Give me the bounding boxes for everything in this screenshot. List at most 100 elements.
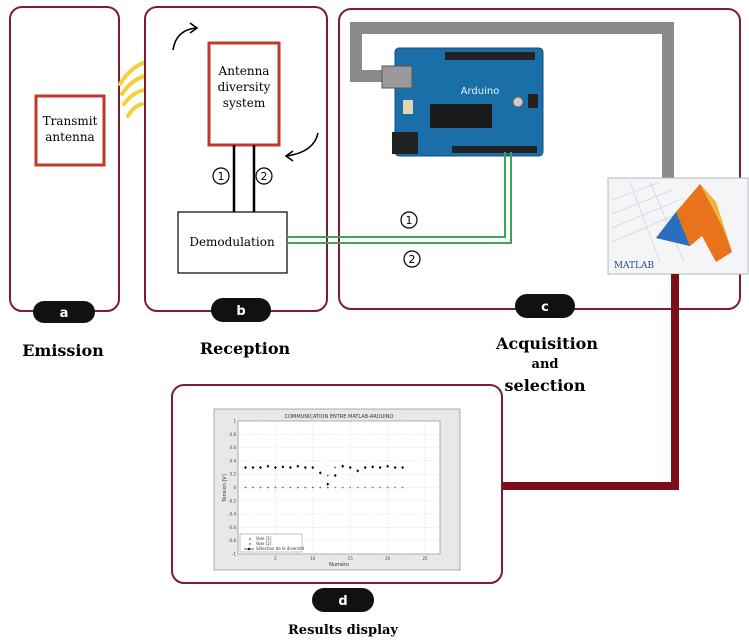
plot-point-voie-2 <box>349 486 352 489</box>
title-reception: Reception <box>200 339 291 358</box>
plot-point-selection <box>341 464 345 468</box>
plot-point-selection <box>371 465 375 469</box>
results-plot: COMMUNICATION ENTRE MATLAB-ARDUINO Numér… <box>213 408 461 571</box>
plot-xtick-label: 20 <box>385 556 391 561</box>
plot-point-selection <box>303 465 307 470</box>
plot-xtick-label: 15 <box>348 556 354 561</box>
rotation-arrow-top-icon <box>172 22 199 51</box>
plot-point-voie-2 <box>379 486 382 489</box>
plot-point-selection <box>274 465 277 470</box>
badge-d: d <box>312 588 374 612</box>
badge-b: b <box>211 298 271 322</box>
demodulation-box <box>177 211 288 274</box>
plot-ytick-label: -0.4 <box>228 512 236 517</box>
plot-point-voie-2 <box>326 486 329 489</box>
plot-point-selection <box>311 465 315 470</box>
plot-point-voie-2 <box>371 486 374 489</box>
link-1-label: 1 <box>218 170 225 183</box>
plot-point-selection <box>401 465 404 470</box>
plot-ytick-label: 0.8 <box>230 432 237 437</box>
plot-ytick-label: -1 <box>232 552 236 557</box>
plot-point-selection <box>296 464 300 468</box>
plot-point-voie-2 <box>267 486 269 489</box>
plot-point-selection <box>326 482 330 486</box>
arduino-label: Arduino <box>461 86 500 97</box>
plot-point-selection <box>348 465 352 470</box>
plot-point-voie-2 <box>401 486 404 489</box>
transmit-antenna-label-2: antenna <box>45 130 94 144</box>
plot-point-voie-2 <box>289 486 292 489</box>
plot-ytick-label: 0.4 <box>230 458 237 463</box>
demodulation-label: Demodulation <box>189 235 275 249</box>
title-results-display: Results display <box>288 623 398 638</box>
plot-point-voie-2 <box>319 486 322 489</box>
plot-point-selection <box>244 465 247 470</box>
matlab-label: MATLAB <box>614 261 655 271</box>
plot-point-selection <box>386 464 390 468</box>
plot-point-voie-2 <box>244 486 247 489</box>
plot-point-selection <box>393 465 397 470</box>
wire-2-marker <box>403 250 421 268</box>
badge-c: c <box>515 294 575 318</box>
arduino-board: Arduino <box>381 47 544 157</box>
rotation-arrow-bottom-icon <box>284 132 319 162</box>
link-2-label: 2 <box>261 170 268 183</box>
plot-point-voie-2 <box>356 486 359 489</box>
plot-point-voie-2 <box>296 486 299 489</box>
plot-point-selection <box>251 465 255 470</box>
usb-cable <box>350 22 674 178</box>
legend-item-3: Sélection de la diversité <box>256 546 305 551</box>
signal-wires <box>287 152 512 244</box>
plot-ylabel: Tension [V] <box>222 474 228 503</box>
plot-point-voie-1 <box>326 474 329 477</box>
plot-point-voie-2 <box>252 486 254 489</box>
plot-xlabel: Numéro <box>329 561 349 568</box>
wire-2-label: 2 <box>409 253 416 266</box>
antenna-diversity-box <box>207 41 281 147</box>
plot-point-voie-2 <box>304 486 307 489</box>
badge-a-label: a <box>60 306 69 321</box>
wire-1-marker <box>400 211 418 229</box>
plot-xtick-label: 25 <box>422 556 428 561</box>
transmit-antenna-label-1: Transmit <box>43 114 98 128</box>
title-acquisition: Acquisition <box>495 334 598 353</box>
plot-xtick-label: 5 <box>274 556 277 561</box>
plot-point-voie-2 <box>394 486 397 489</box>
plot-point-selection <box>378 465 382 470</box>
plot-point-voie-2 <box>386 486 389 489</box>
plot-point-selection <box>333 473 337 478</box>
plot-ytick-label: 0.6 <box>230 445 237 450</box>
matlab-logo: MATLAB <box>607 177 749 275</box>
legend-item-2: Voie [2] <box>256 541 272 546</box>
plot-point-selection <box>363 465 367 470</box>
title-selection: selection <box>505 376 586 395</box>
plot-point-voie-1 <box>334 466 337 469</box>
link-1-marker <box>212 167 230 185</box>
plot-point-voie-2 <box>281 486 284 489</box>
plot-point-selection <box>281 465 285 469</box>
plot-ytick-label: 0.2 <box>230 472 237 477</box>
plot-point-selection <box>259 465 262 470</box>
plot-point-selection <box>266 464 270 468</box>
badge-b-label: b <box>236 304 245 319</box>
link-2-marker <box>255 167 273 185</box>
title-and: and <box>532 357 559 372</box>
plot-point-selection <box>318 471 322 475</box>
plot-ytick-label: -0.2 <box>228 498 236 503</box>
plot-point-voie-2 <box>334 486 337 489</box>
plot-point-selection <box>356 469 360 473</box>
antenna-diversity-label-3: system <box>223 96 266 110</box>
results-arrow <box>472 274 679 490</box>
antenna-diversity-label-1: Antenna <box>218 64 270 78</box>
plot-ytick-label: -0.6 <box>228 525 236 530</box>
badge-a: a <box>33 301 95 323</box>
plot-point-voie-2 <box>364 486 367 489</box>
plot-point-voie-2 <box>274 486 277 489</box>
plot-point-voie-2 <box>341 486 344 489</box>
plot-title: COMMUNICATION ENTRE MATLAB-ARDUINO <box>285 414 394 420</box>
plot-xtick-label: 10 <box>310 556 316 561</box>
badge-c-label: c <box>541 300 549 315</box>
plot-point-voie-2 <box>259 486 262 489</box>
wire-1-label: 1 <box>406 214 413 227</box>
